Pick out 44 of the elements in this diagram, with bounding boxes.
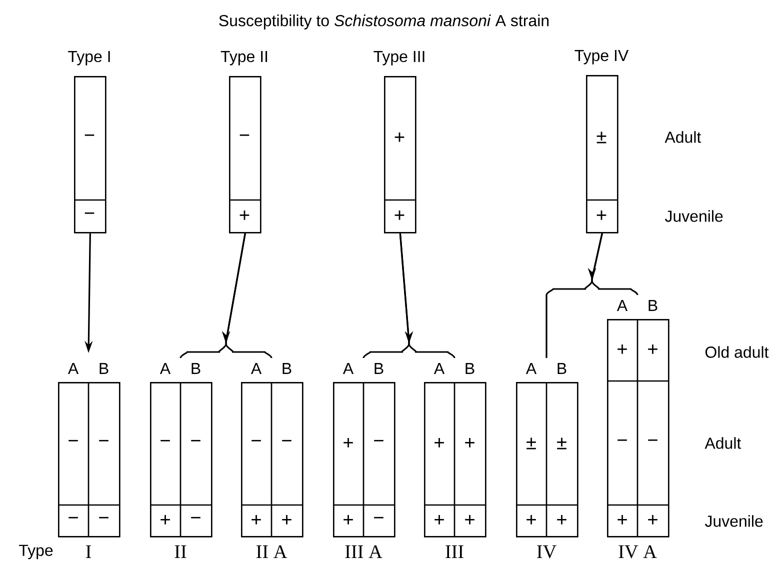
column-pair: A B + + + +: [424, 363, 486, 538]
node-label: A: [434, 362, 445, 374]
title: Susceptibility to Schistosoma mansoni A strain: [219, 14, 549, 30]
node-label: B: [192, 362, 200, 374]
column-pair: A B − − + −: [150, 363, 212, 538]
node-label: B: [282, 362, 292, 374]
column-pair: A B + + − − + +: [607, 300, 670, 538]
node-label: B: [648, 300, 658, 311]
susceptibility-column: Type IV ± +: [574, 50, 629, 234]
type-numeral: I: [86, 545, 92, 558]
bracketed-arrow: [399, 233, 456, 358]
node-label: A: [160, 362, 171, 374]
node-label: A: [342, 362, 354, 374]
row-label: Old adult: [705, 346, 769, 358]
node-label: A: [68, 362, 79, 374]
node-label: Type III: [374, 51, 424, 66]
type-numeral: III: [446, 545, 464, 558]
column-pair: A B − − − −: [58, 363, 120, 538]
node-label: B: [558, 362, 566, 374]
row-label: Adult: [664, 131, 702, 143]
type-numeral: IV A: [618, 545, 657, 558]
row-label: Juvenile: [664, 210, 723, 222]
susceptibility-column: Type I − −: [68, 51, 110, 234]
column-pair: A B + − + −: [333, 363, 396, 538]
row-label: Juvenile: [704, 515, 763, 527]
type-numeral: IV: [537, 545, 556, 558]
node-label: B: [100, 362, 108, 374]
node-label: B: [466, 362, 474, 374]
column-pair: A B − − + +: [241, 363, 304, 538]
susceptibility-column: Type III + +: [374, 51, 424, 234]
node-label: Type I: [68, 51, 110, 66]
node-label: Type IV: [574, 50, 629, 64]
type-numeral: III A: [345, 545, 382, 558]
type-numeral: II A: [256, 545, 288, 558]
row-label: Adult: [704, 437, 742, 449]
node-label: B: [374, 362, 384, 374]
node-label: A: [526, 362, 537, 374]
column-pair: A B ± ± + +: [516, 363, 578, 538]
node-label: A: [616, 300, 628, 311]
row-label: Type: [19, 544, 53, 560]
node-label: Type II: [220, 51, 268, 66]
type-numeral: II: [174, 545, 186, 558]
node-label: A: [250, 362, 262, 374]
susceptibility-column: Type II − +: [220, 51, 268, 234]
